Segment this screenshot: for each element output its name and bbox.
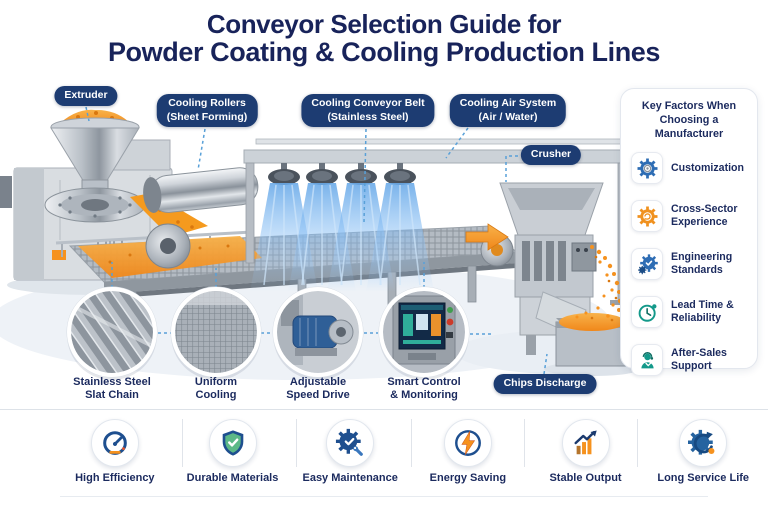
- inset-label-smart-control: Smart Control & Monitoring: [387, 376, 461, 402]
- label-chips-discharge: Chips Discharge: [493, 374, 597, 394]
- inset-label-slat-chain: Stainless Steel Slat Chain: [73, 376, 151, 402]
- key-factor-lead-time: Lead Time & Reliability: [631, 296, 750, 329]
- strip-divider: [296, 419, 297, 467]
- customization-gears-icon: [631, 152, 663, 185]
- label-cooling-air-system: Cooling Air System (Air / Water): [449, 94, 567, 128]
- feature-label: Durable Materials: [186, 472, 279, 484]
- label-cooling-conveyor-belt: Cooling Conveyor Belt (Stainless Steel): [301, 94, 435, 128]
- inset-drive-motor-photo: [272, 286, 364, 380]
- shield-check-icon: [208, 419, 257, 467]
- gear-wrench-icon: [326, 419, 375, 467]
- inset-control-panel-photo: [378, 286, 470, 380]
- page-title-line2: Powder Coating & Cooling Production Line…: [107, 37, 661, 68]
- feature-long-service-life: Long Service Life: [644, 410, 762, 502]
- inset-mesh-belt-photo: [170, 286, 262, 380]
- feature-label: Energy Saving: [429, 472, 507, 484]
- inset-label-speed-drive: Adjustable Speed Drive: [286, 376, 350, 402]
- gear-cycle-icon: [679, 419, 728, 467]
- key-factor-engineering: Engineering Standards: [631, 248, 750, 281]
- speedometer-icon: [90, 419, 139, 467]
- feature-high-efficiency: High Efficiency: [56, 410, 174, 502]
- key-factor-cross-sector: Cross-Sector Experience: [631, 200, 750, 233]
- key-factor-after-sales: After-Sales Support: [631, 344, 750, 377]
- key-factor-label: Lead Time & Reliability: [671, 299, 734, 325]
- strip-divider: [637, 419, 638, 467]
- lead-time-clock-icon: [631, 296, 663, 329]
- strip-divider: [411, 419, 412, 467]
- cross-sector-gear-icon: [631, 200, 663, 233]
- feature-stable-output: Stable Output: [527, 410, 645, 502]
- feature-label: High Efficiency: [75, 472, 155, 484]
- key-factors-card: Key Factors When Choosing a Manufacturer…: [620, 88, 758, 377]
- bottom-feature-strip: High Efficiency Durable Materials Easy M…: [56, 410, 762, 502]
- strip-bottom-divider: [60, 496, 708, 497]
- strip-divider: [524, 419, 525, 467]
- connector-lines: [85, 106, 548, 375]
- strip-divider: [182, 419, 183, 467]
- after-sales-support-icon: [631, 344, 663, 377]
- label-cooling-rollers: Cooling Rollers (Sheet Forming): [156, 94, 258, 128]
- key-factors-title: Key Factors When Choosing a Manufacturer: [641, 100, 737, 141]
- label-extruder: Extruder: [54, 86, 118, 106]
- cooling-rollers: [143, 167, 259, 269]
- key-factor-label: Cross-Sector Experience: [671, 203, 738, 229]
- lightning-bolt-icon: [443, 419, 492, 467]
- page-title: Conveyor Selection Guide for Powder Coat…: [0, 10, 768, 67]
- key-factor-label: Customization: [671, 161, 744, 174]
- feature-label: Easy Maintenance: [302, 472, 398, 484]
- inset-slat-chain-photo: [66, 286, 158, 380]
- growth-chart-icon: [561, 419, 610, 467]
- feature-easy-maintenance: Easy Maintenance: [291, 410, 409, 502]
- inset-label-uniform-cooling: Uniform Cooling: [194, 376, 238, 402]
- key-factor-customization: Customization: [631, 152, 750, 185]
- key-factor-label: Engineering Standards: [671, 251, 733, 277]
- feature-energy-saving: Energy Saving: [409, 410, 527, 502]
- strip-top-divider: [0, 409, 768, 410]
- engineering-gear-check-icon: [631, 248, 663, 281]
- feature-durable-materials: Durable Materials: [174, 410, 292, 502]
- label-crusher: Crusher: [520, 145, 582, 165]
- feature-label: Long Service Life: [657, 472, 750, 484]
- crusher-machine: [499, 182, 636, 367]
- feature-label: Stable Output: [549, 472, 622, 484]
- key-factor-label: After-Sales Support: [671, 347, 727, 373]
- page-title-line1: Conveyor Selection Guide for: [206, 9, 562, 39]
